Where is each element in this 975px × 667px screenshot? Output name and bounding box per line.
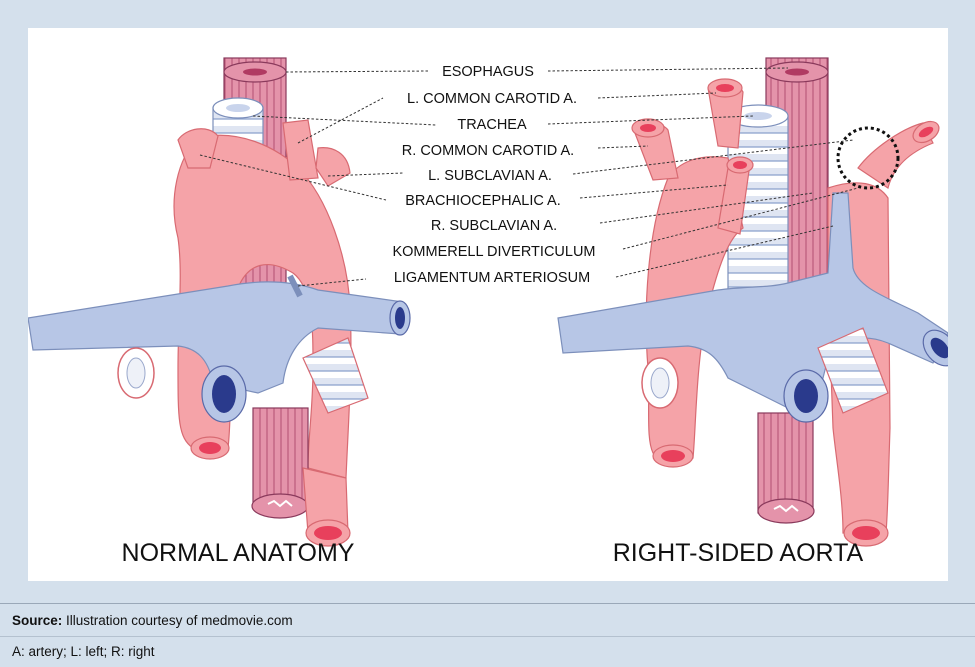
label-l-subclavian: L. SUBCLAVIAN A.: [428, 168, 552, 184]
caption-normal-anatomy: NORMAL ANATOMY: [122, 539, 355, 567]
source-note: Source: Illustration courtesy of medmovi…: [12, 613, 293, 628]
label-esophagus: ESOPHAGUS: [442, 64, 534, 80]
footer-divider-2: [0, 636, 975, 637]
caption-right-sided-aorta: RIGHT-SIDED AORTA: [613, 539, 864, 567]
label-l-common-carotid: L. COMMON CAROTID A.: [407, 91, 577, 107]
label-trachea: TRACHEA: [457, 117, 527, 133]
figure-panel: ESOPHAGUS L. COMMON CAROTID A. TRACHEA R…: [28, 28, 948, 581]
esophagus-lower: [253, 408, 308, 508]
right-sided-aorta-illustration: [558, 58, 948, 546]
normal-anatomy-illustration: [28, 58, 410, 546]
source-text: Illustration courtesy of medmovie.com: [62, 613, 292, 628]
anatomy-labels: ESOPHAGUS L. COMMON CAROTID A. TRACHEA R…: [392, 64, 595, 286]
label-r-subclavian: R. SUBCLAVIAN A.: [431, 218, 557, 234]
abbreviations-note: A: artery; L: left; R: right: [12, 644, 155, 659]
anatomy-diagram: ESOPHAGUS L. COMMON CAROTID A. TRACHEA R…: [28, 28, 948, 581]
label-kommerell-diverticulum: KOMMERELL DIVERTICULUM: [392, 244, 595, 260]
left-subclavian-branch: [316, 148, 350, 186]
label-brachiocephalic: BRACHIOCEPHALIC A.: [405, 193, 561, 209]
label-ligamentum-arteriosum: LIGAMENTUM ARTERIOSUM: [394, 270, 590, 286]
footer-divider: [0, 603, 975, 604]
source-label: Source:: [12, 613, 62, 628]
label-r-common-carotid: R. COMMON CAROTID A.: [402, 143, 574, 159]
